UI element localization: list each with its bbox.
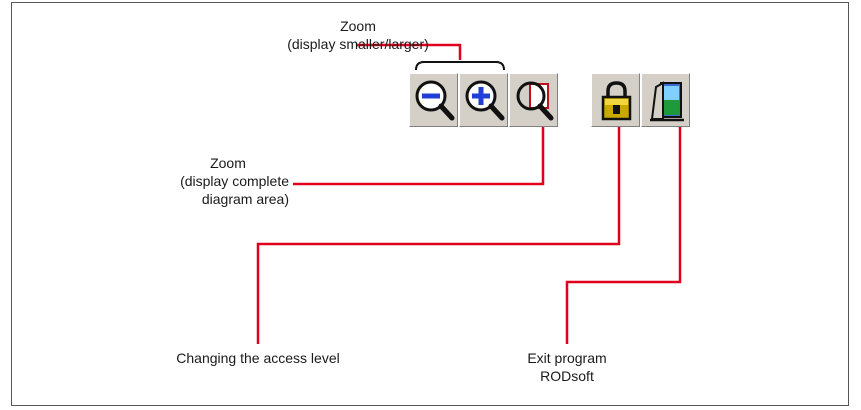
zoom-out-icon	[415, 80, 455, 121]
leader-line-zoom-complete	[293, 127, 545, 186]
exit-program-text-1: Exit program	[527, 350, 607, 366]
zoom-out-button[interactable]	[409, 73, 458, 127]
access-level-button[interactable]	[591, 73, 640, 127]
zoom-in-icon	[465, 80, 505, 121]
zoom-complete-area-desc-1: (display complete	[180, 173, 289, 189]
leader-line-zoom-smaller-larger	[357, 43, 462, 60]
zoom-complete-area-desc-2: diagram area)	[201, 191, 289, 207]
exit-program-icon	[650, 81, 684, 122]
zoom-bracket	[415, 61, 505, 71]
zoom-complete-area-button[interactable]	[509, 73, 558, 127]
leader-line-access-level	[256, 127, 621, 344]
toolbar	[409, 73, 699, 127]
zoom-in-button[interactable]	[459, 73, 508, 127]
zoom-complete-area-icon	[516, 81, 554, 121]
exit-program-button[interactable]	[641, 73, 690, 127]
exit-program-label: Exit program RODsoft	[497, 349, 637, 385]
padlock-icon	[601, 81, 632, 121]
zoom-smaller-larger-title: Zoom	[340, 18, 376, 34]
diagram-frame	[11, 2, 849, 406]
zoom-smaller-larger-label: Zoom (display smaller/larger)	[246, 17, 470, 53]
zoom-complete-area-label: Zoom (display complete diagram area)	[167, 154, 289, 208]
zoom-smaller-larger-desc: (display smaller/larger)	[287, 36, 429, 52]
leader-line-exit-program	[565, 127, 682, 344]
access-level-text: Changing the access level	[176, 350, 340, 366]
exit-program-text-2: RODsoft	[540, 368, 594, 384]
access-level-label: Changing the access level	[138, 349, 378, 367]
zoom-complete-area-title: Zoom	[210, 155, 246, 171]
